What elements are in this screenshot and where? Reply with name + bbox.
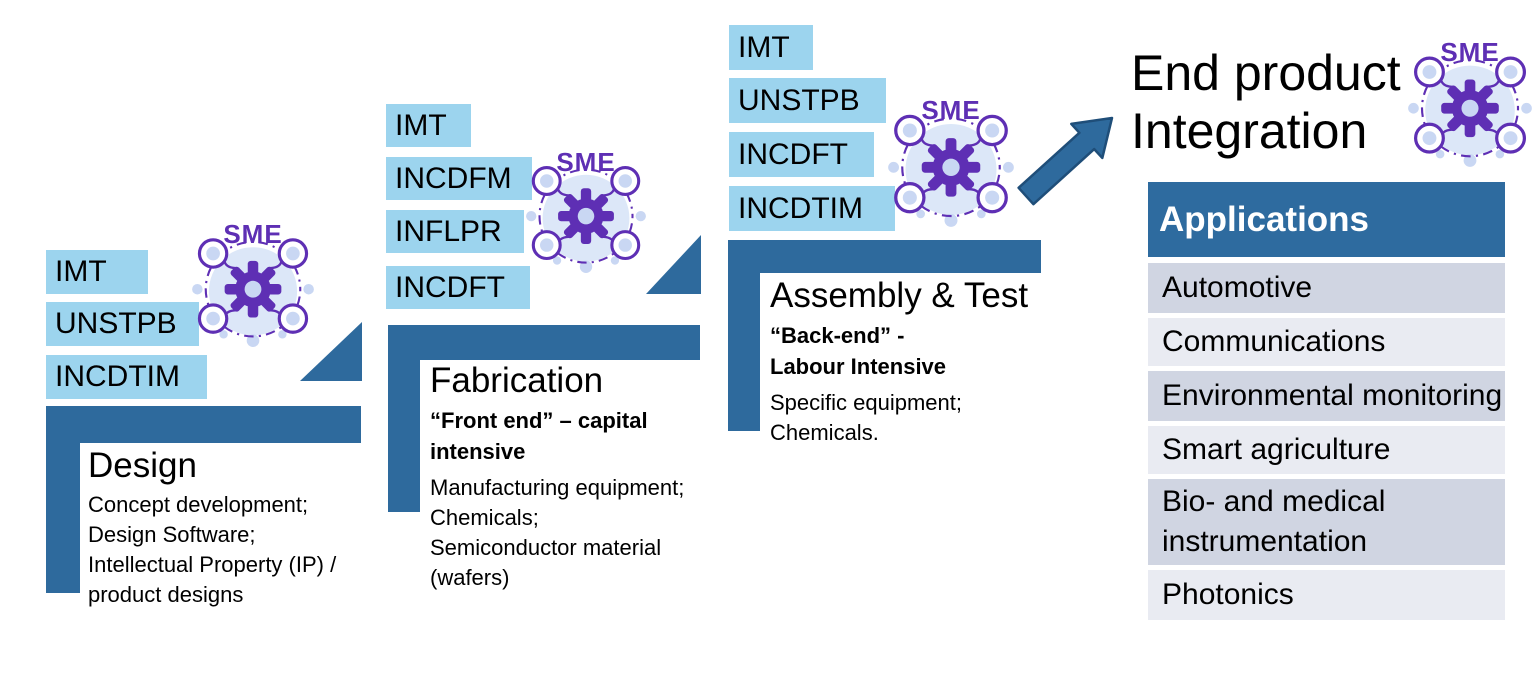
stage-assembly-text: Assembly & Test “Back-end” - Labour Inte… — [770, 276, 1080, 448]
application-row-bio-medical: Bio- and medical instrumentation — [1148, 479, 1505, 565]
stage-body-line: Concept development; — [88, 492, 309, 517]
sme-icon: SME — [1406, 37, 1532, 168]
sme-icon: SME — [524, 147, 648, 274]
sme-label: SME — [556, 147, 616, 177]
step-bar-vertical — [388, 325, 420, 512]
stage-body-line: product designs — [88, 582, 244, 607]
stage-title: Assembly & Test — [770, 276, 1029, 315]
stage-body-line: Design Software; — [88, 522, 256, 547]
stage-body-line: Chemicals; — [430, 505, 539, 530]
partner-badge-incdtim: INCDTIM — [46, 355, 207, 399]
application-row-automotive: Automotive — [1148, 263, 1505, 313]
partner-badge-incdft: INCDFT — [386, 266, 530, 309]
step-triangle — [300, 322, 362, 381]
stage-body-line: Specific equipment; — [770, 390, 962, 415]
application-row-photonics: Photonics — [1148, 570, 1505, 620]
stage-body-line: Semiconductor material — [430, 535, 662, 560]
partner-badge-imt: IMT — [46, 250, 148, 294]
partner-badge-incdft: INCDFT — [729, 132, 874, 177]
stage-title: Design — [88, 446, 197, 485]
step-bar-vertical — [46, 406, 80, 593]
partner-badge-imt: IMT — [729, 25, 813, 70]
stage-body-line: Intellectual Property (IP) / — [88, 552, 337, 577]
end-product-title-line2: Integration — [1131, 103, 1368, 159]
partner-badge-incdfm: INCDFM — [386, 157, 532, 200]
stage-subtitle-line: Labour Intensive — [770, 354, 947, 379]
partner-badge-unstpb: UNSTPB — [729, 78, 886, 123]
stage-body-line: Chemicals. — [770, 420, 879, 445]
applications-table-header: Applications — [1148, 182, 1505, 257]
stage-subtitle-line: “Back-end” - — [770, 323, 905, 348]
stage-body-line: (wafers) — [430, 565, 510, 590]
sme-label: SME — [921, 95, 981, 125]
stage-subtitle-line: intensive — [430, 439, 526, 464]
step-bar-horizontal — [388, 325, 700, 360]
sme-icon: SME — [190, 219, 316, 348]
end-product-title: End product Integration — [1131, 44, 1401, 160]
end-product-title-line1: End product — [1131, 45, 1401, 101]
applications-table: Applications Automotive Communications E… — [1148, 182, 1505, 625]
partner-badge-imt: IMT — [386, 104, 471, 147]
application-row-communications: Communications — [1148, 318, 1505, 366]
sme-label: SME — [223, 219, 283, 249]
sme-icon: SME — [886, 95, 1016, 228]
step-bar-horizontal — [728, 240, 1041, 273]
application-row-environmental: Environmental monitoring — [1148, 371, 1505, 421]
sme-label: SME — [1440, 37, 1500, 67]
stage-design-text: Design Concept development; Design Softw… — [88, 446, 388, 610]
partner-badge-inflpr: INFLPR — [386, 210, 524, 253]
partner-badge-incdtim: INCDTIM — [729, 186, 895, 231]
step-bar-horizontal — [46, 406, 361, 443]
stage-fabrication-text: Fabrication “Front end” – capital intens… — [430, 361, 730, 593]
stage-title: Fabrication — [430, 361, 604, 400]
step-triangle — [646, 235, 701, 294]
step-bar-vertical — [728, 240, 760, 431]
stage-body-line: Manufacturing equipment; — [430, 475, 685, 500]
flow-arrow — [1017, 116, 1114, 206]
partner-badge-unstpb: UNSTPB — [46, 302, 199, 346]
stage-subtitle-line: “Front end” – capital — [430, 408, 648, 433]
application-row-agriculture: Smart agriculture — [1148, 426, 1505, 474]
